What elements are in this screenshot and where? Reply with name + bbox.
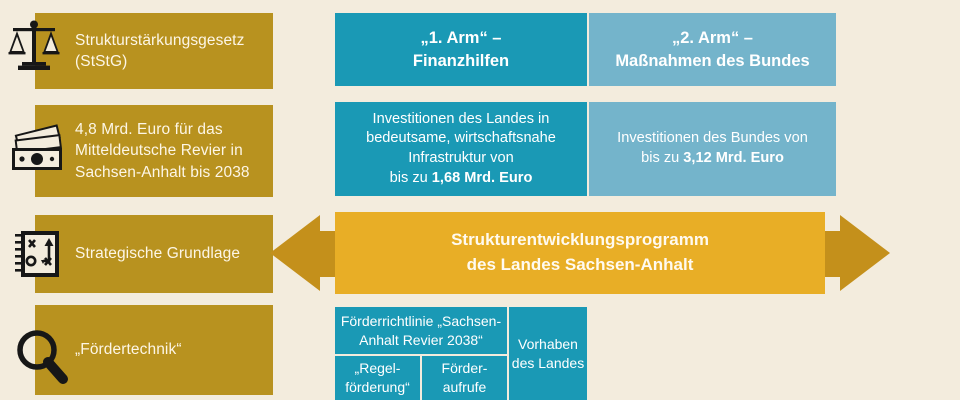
arm1-header-text: „1. Arm“ – Finanzhilfen bbox=[413, 27, 509, 71]
vorhaben-line: des Landes bbox=[511, 354, 585, 371]
arm2-header-line: „2. Arm“ – bbox=[671, 29, 753, 48]
scales-icon bbox=[8, 17, 60, 73]
banknotes-icon bbox=[7, 124, 67, 176]
arm1-body: Investitionen des Landes in bedeutsame, … bbox=[335, 102, 587, 196]
left-card-strukturstaerkungsgesetz: Strukturstärkungsgesetz (StStG) bbox=[35, 13, 273, 89]
banner-body: Strukturentwicklungsprogramm des Landes … bbox=[335, 212, 825, 294]
foerderaufrufe-line: aufrufe bbox=[442, 379, 487, 395]
banner-left-arrowhead bbox=[270, 215, 320, 291]
banner-text: Strukturentwicklungsprogramm des Landes … bbox=[451, 228, 709, 277]
banner-line-1: Strukturentwicklungsprogramm bbox=[451, 230, 709, 250]
regelfoerderung-box: „Regel- förderung“ bbox=[335, 356, 420, 400]
left-card-line: Sachsen-Anhalt bis 2038 bbox=[75, 163, 250, 181]
arm2-body-amount: bis zu 3,12 Mrd. Euro bbox=[617, 149, 808, 169]
arm2-body: Investitionen des Bundes von bis zu 3,12… bbox=[589, 102, 836, 196]
vorhaben-des-landes-box: Vorhaben des Landes bbox=[509, 307, 587, 400]
left-card-budget: 4,8 Mrd. Euro für das Mitteldeutsche Rev… bbox=[35, 105, 273, 197]
left-card-line: (StStG) bbox=[75, 53, 128, 70]
left-card-line: Strategische Grundlage bbox=[75, 245, 241, 263]
banner-right-arrowhead bbox=[840, 215, 890, 291]
arm2-body-line: Investitionen des Bundes von bbox=[617, 130, 808, 147]
regelfoerderung-line: „Regel- bbox=[354, 360, 401, 377]
left-card-line: Strukturstärkungsgesetz bbox=[75, 31, 245, 49]
left-card-text: Strukturstärkungsgesetz (StStG) bbox=[75, 30, 244, 73]
vorhaben-line: Vorhaben bbox=[518, 335, 578, 352]
foerderaufrufe-line: Förder- bbox=[441, 360, 488, 377]
arm1-body-line: Infrastruktur von bbox=[408, 150, 514, 166]
arm2-body-text: Investitionen des Bundes von bis zu 3,12… bbox=[617, 129, 808, 168]
arm2-header-line: Maßnahmen des Bundes bbox=[615, 51, 810, 70]
foerderrichtlinie-line: Anhalt Revier 2038“ bbox=[359, 331, 483, 348]
left-card-foerdertechnik: „Fördertechnik“ bbox=[35, 305, 273, 395]
vorhaben-text: Vorhaben des Landes bbox=[512, 335, 584, 373]
foerderrichtlinie-text: Förderrichtlinie „Sachsen- Anhalt Revier… bbox=[341, 312, 501, 350]
arm1-body-line: bedeutsame, wirtschaftsnahe bbox=[366, 130, 556, 147]
arm1-header: „1. Arm“ – Finanzhilfen bbox=[335, 13, 587, 86]
banner-line-2: des Landes Sachsen-Anhalt bbox=[466, 255, 694, 274]
arm1-header-line: Finanzhilfen bbox=[412, 51, 510, 70]
foerderaufrufe-text: Förder- aufrufe bbox=[442, 359, 488, 397]
foerderrichtlinie-line: Förderrichtlinie „Sachsen- bbox=[340, 312, 502, 329]
arm1-amount-value: 1,68 Mrd. Euro bbox=[431, 169, 533, 186]
arm1-header-line: „1. Arm“ – bbox=[420, 29, 502, 48]
left-card-strategische-grundlage: Strategische Grundlage bbox=[35, 215, 273, 293]
left-card-text: Strategische Grundlage bbox=[75, 243, 240, 264]
arm1-body-amount: bis zu 1,68 Mrd. Euro bbox=[366, 169, 556, 189]
arm2-amount-prefix: bis zu bbox=[641, 150, 684, 166]
foerderaufrufe-box: Förder- aufrufe bbox=[422, 356, 507, 400]
magnifier-icon bbox=[14, 328, 68, 384]
strategy-playbook-icon bbox=[13, 228, 63, 280]
arm1-amount-prefix: bis zu bbox=[389, 169, 432, 186]
arm1-body-text: Investitionen des Landes in bedeutsame, … bbox=[366, 110, 556, 188]
arm2-header: „2. Arm“ – Maßnahmen des Bundes bbox=[589, 13, 836, 86]
arm2-amount-value: 3,12 Mrd. Euro bbox=[683, 150, 784, 166]
left-card-text: „Fördertechnik“ bbox=[75, 339, 182, 360]
left-card-text: 4,8 Mrd. Euro für das Mitteldeutsche Rev… bbox=[75, 119, 250, 183]
left-card-line: 4,8 Mrd. Euro für das bbox=[75, 120, 223, 138]
arm1-body-line: Investitionen des Landes in bbox=[372, 110, 550, 127]
left-card-line: „Fördertechnik“ bbox=[75, 341, 182, 359]
left-card-line: Mitteldeutsche Revier in bbox=[75, 142, 243, 160]
regelfoerderung-text: „Regel- förderung“ bbox=[345, 359, 410, 397]
regelfoerderung-line: förderung“ bbox=[345, 379, 410, 395]
arm2-header-text: „2. Arm“ – Maßnahmen des Bundes bbox=[615, 27, 809, 71]
foerderrichtlinie-box: Förderrichtlinie „Sachsen- Anhalt Revier… bbox=[335, 307, 507, 354]
structure-program-banner: Strukturentwicklungsprogramm des Landes … bbox=[270, 212, 890, 294]
